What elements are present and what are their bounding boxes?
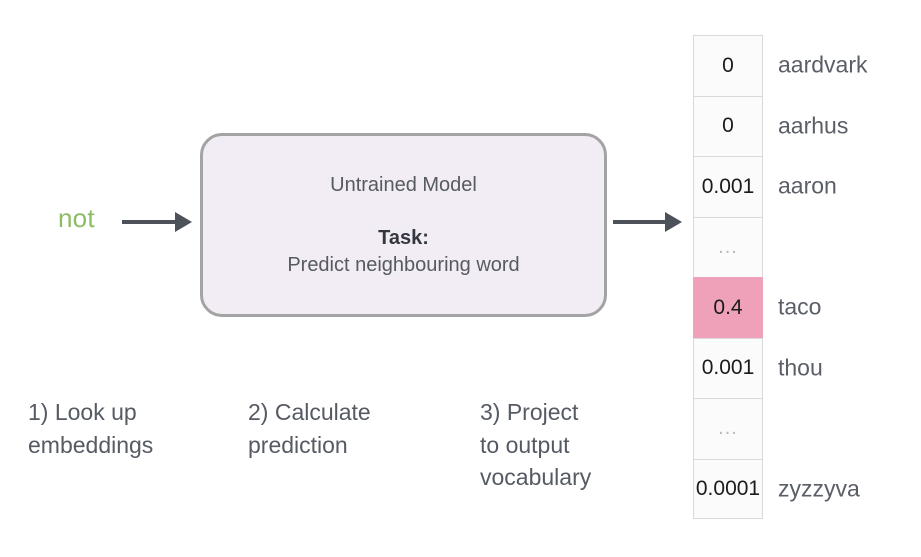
vocab-probability: 0.001 xyxy=(701,174,755,198)
vocab-probability: 0.0001 xyxy=(695,476,761,500)
vocab-ellipsis: ... xyxy=(718,235,738,258)
caption-line: 3) Project xyxy=(480,399,579,425)
vocab-cell: ... xyxy=(693,216,763,277)
vocab-row: 0.001 aaron xyxy=(693,156,837,217)
vocab-cell: 0.0001 xyxy=(693,458,763,519)
caption-line: 1) Look up xyxy=(28,399,137,425)
arrow-into-model xyxy=(122,212,192,232)
vocab-ellipsis: ... xyxy=(718,417,738,440)
caption-line: to output xyxy=(480,431,570,458)
step-caption-2: 2) Calculate prediction xyxy=(248,396,463,461)
caption-line: prediction xyxy=(248,431,348,458)
model-task-text: Predict neighbouring word xyxy=(287,253,520,276)
arrow-shaft xyxy=(613,220,666,224)
output-vocabulary-table: 0 aardvark 0 aarhus 0.001 aaron... 0.4 taco 0.00… xyxy=(693,35,867,519)
model-title: Untrained Model xyxy=(330,173,477,196)
arrow-shaft xyxy=(122,220,176,224)
input-word: not xyxy=(58,203,95,233)
vocab-row: ... xyxy=(693,216,763,277)
untrained-model-box: Untrained Model Task: Predict neighbouri… xyxy=(200,133,607,317)
vocab-row: 0.0001 zyzzyva xyxy=(693,458,860,519)
arrow-out-of-model xyxy=(613,212,682,232)
vocab-probability: 0.001 xyxy=(701,356,755,380)
vocab-probability: 0 xyxy=(722,53,734,77)
caption-line: 2) Calculate xyxy=(248,399,371,425)
vocab-word-label: aardvark xyxy=(778,51,868,78)
step-caption-3: 3) Project to output vocabulary xyxy=(480,396,680,494)
vocab-word-label: zyzzyva xyxy=(778,475,860,502)
vocab-cell-highlighted: 0.4 xyxy=(693,277,763,338)
vocab-cell: 0 xyxy=(693,35,763,96)
vocab-cell: 0.001 xyxy=(693,337,763,398)
vocab-row: 0.4 taco xyxy=(693,277,821,338)
vocab-word-label: thou xyxy=(778,354,823,381)
step-caption-1: 1) Look up embeddings xyxy=(28,396,243,461)
vocab-row: 0.001 thou xyxy=(693,337,823,398)
vocab-probability: 0.4 xyxy=(713,295,743,319)
arrow-head-icon xyxy=(665,212,682,232)
model-task-label: Task: xyxy=(378,226,429,249)
vocab-row: 0 aardvark xyxy=(693,35,867,96)
vocab-word-label: aaron xyxy=(778,172,837,199)
vocab-row: 0 aarhus xyxy=(693,95,848,156)
vocab-cell: 0 xyxy=(693,95,763,156)
vocab-cell: ... xyxy=(693,398,763,459)
caption-line: embeddings xyxy=(28,431,154,458)
vocab-cell: 0.001 xyxy=(693,156,763,217)
vocab-row: ... xyxy=(693,398,763,459)
vocab-word-label: aarhus xyxy=(778,112,849,139)
caption-line: vocabulary xyxy=(480,464,592,491)
vocab-word-label: taco xyxy=(778,293,822,320)
vocab-probability: 0 xyxy=(722,114,734,138)
arrow-head-icon xyxy=(175,212,192,232)
